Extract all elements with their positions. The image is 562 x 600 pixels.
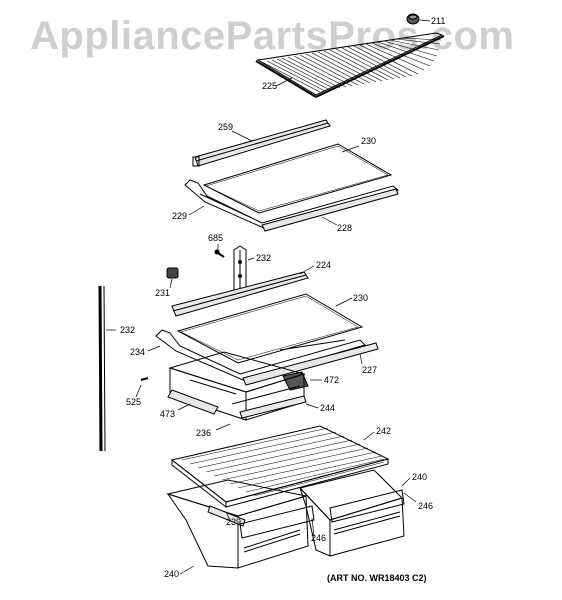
callout-473: 473 <box>160 409 175 419</box>
part-230-glass-middle <box>176 293 364 364</box>
callout-239: 239 <box>226 517 241 527</box>
part-236-drawer <box>168 351 306 421</box>
callout-236: 236 <box>196 428 211 438</box>
part-232-rail-left <box>98 285 106 452</box>
callout-228: 228 <box>337 223 352 233</box>
part-259-trim <box>192 119 331 167</box>
callout-525: 525 <box>126 397 141 407</box>
callout-240-left: 240 <box>164 569 179 579</box>
leader-lines <box>106 19 431 575</box>
part-228-trim <box>261 188 399 232</box>
callout-234: 234 <box>130 347 145 357</box>
callout-259: 259 <box>218 122 233 132</box>
part-525-screw <box>140 377 149 381</box>
callout-246-right: 246 <box>418 501 433 511</box>
part-473-slide <box>167 389 219 415</box>
callout-211: 211 <box>431 16 445 26</box>
callout-685: 685 <box>208 233 223 243</box>
callout-242: 242 <box>376 426 391 436</box>
part-244-trim <box>239 395 307 419</box>
callout-246-left: 246 <box>311 533 326 543</box>
part-242-crisper-cover <box>170 425 390 509</box>
part-230-glass-upper <box>202 143 393 214</box>
callout-224: 224 <box>316 260 331 270</box>
part-224-trim <box>171 271 309 317</box>
part-232-bracket-center <box>233 245 247 295</box>
callout-232-center: 232 <box>256 253 271 263</box>
callout-227: 227 <box>362 365 377 375</box>
part-225-wire-shelf <box>255 32 445 98</box>
part-246-front-left <box>239 505 315 539</box>
part-246-front-right <box>329 489 405 523</box>
part-685-screw <box>214 249 225 258</box>
callout-240-right: 240 <box>412 472 427 482</box>
part-211-knob <box>406 13 420 25</box>
callout-230-upper: 230 <box>361 136 376 146</box>
art-number: (ART NO. WR18403 C2) <box>327 573 427 583</box>
callout-225: 225 <box>262 81 277 91</box>
part-472-rail <box>282 371 309 391</box>
callout-232-left: 232 <box>120 325 135 335</box>
callout-244: 244 <box>320 403 335 413</box>
callout-labels: 211 225 259 230 229 228 685 232 224 231 … <box>120 16 445 579</box>
callout-230-middle: 230 <box>353 293 368 303</box>
part-231-clip <box>166 267 179 279</box>
part-229-frame <box>184 179 400 230</box>
callout-231: 231 <box>155 288 170 298</box>
callout-472: 472 <box>324 375 339 385</box>
part-227-trim <box>242 342 379 386</box>
part-240-crisper-right <box>299 469 405 557</box>
part-239-rail <box>207 505 246 527</box>
part-234-frame <box>155 329 366 381</box>
callout-229: 229 <box>172 211 187 221</box>
watermark: AppliancePartsPros.com <box>30 14 515 58</box>
